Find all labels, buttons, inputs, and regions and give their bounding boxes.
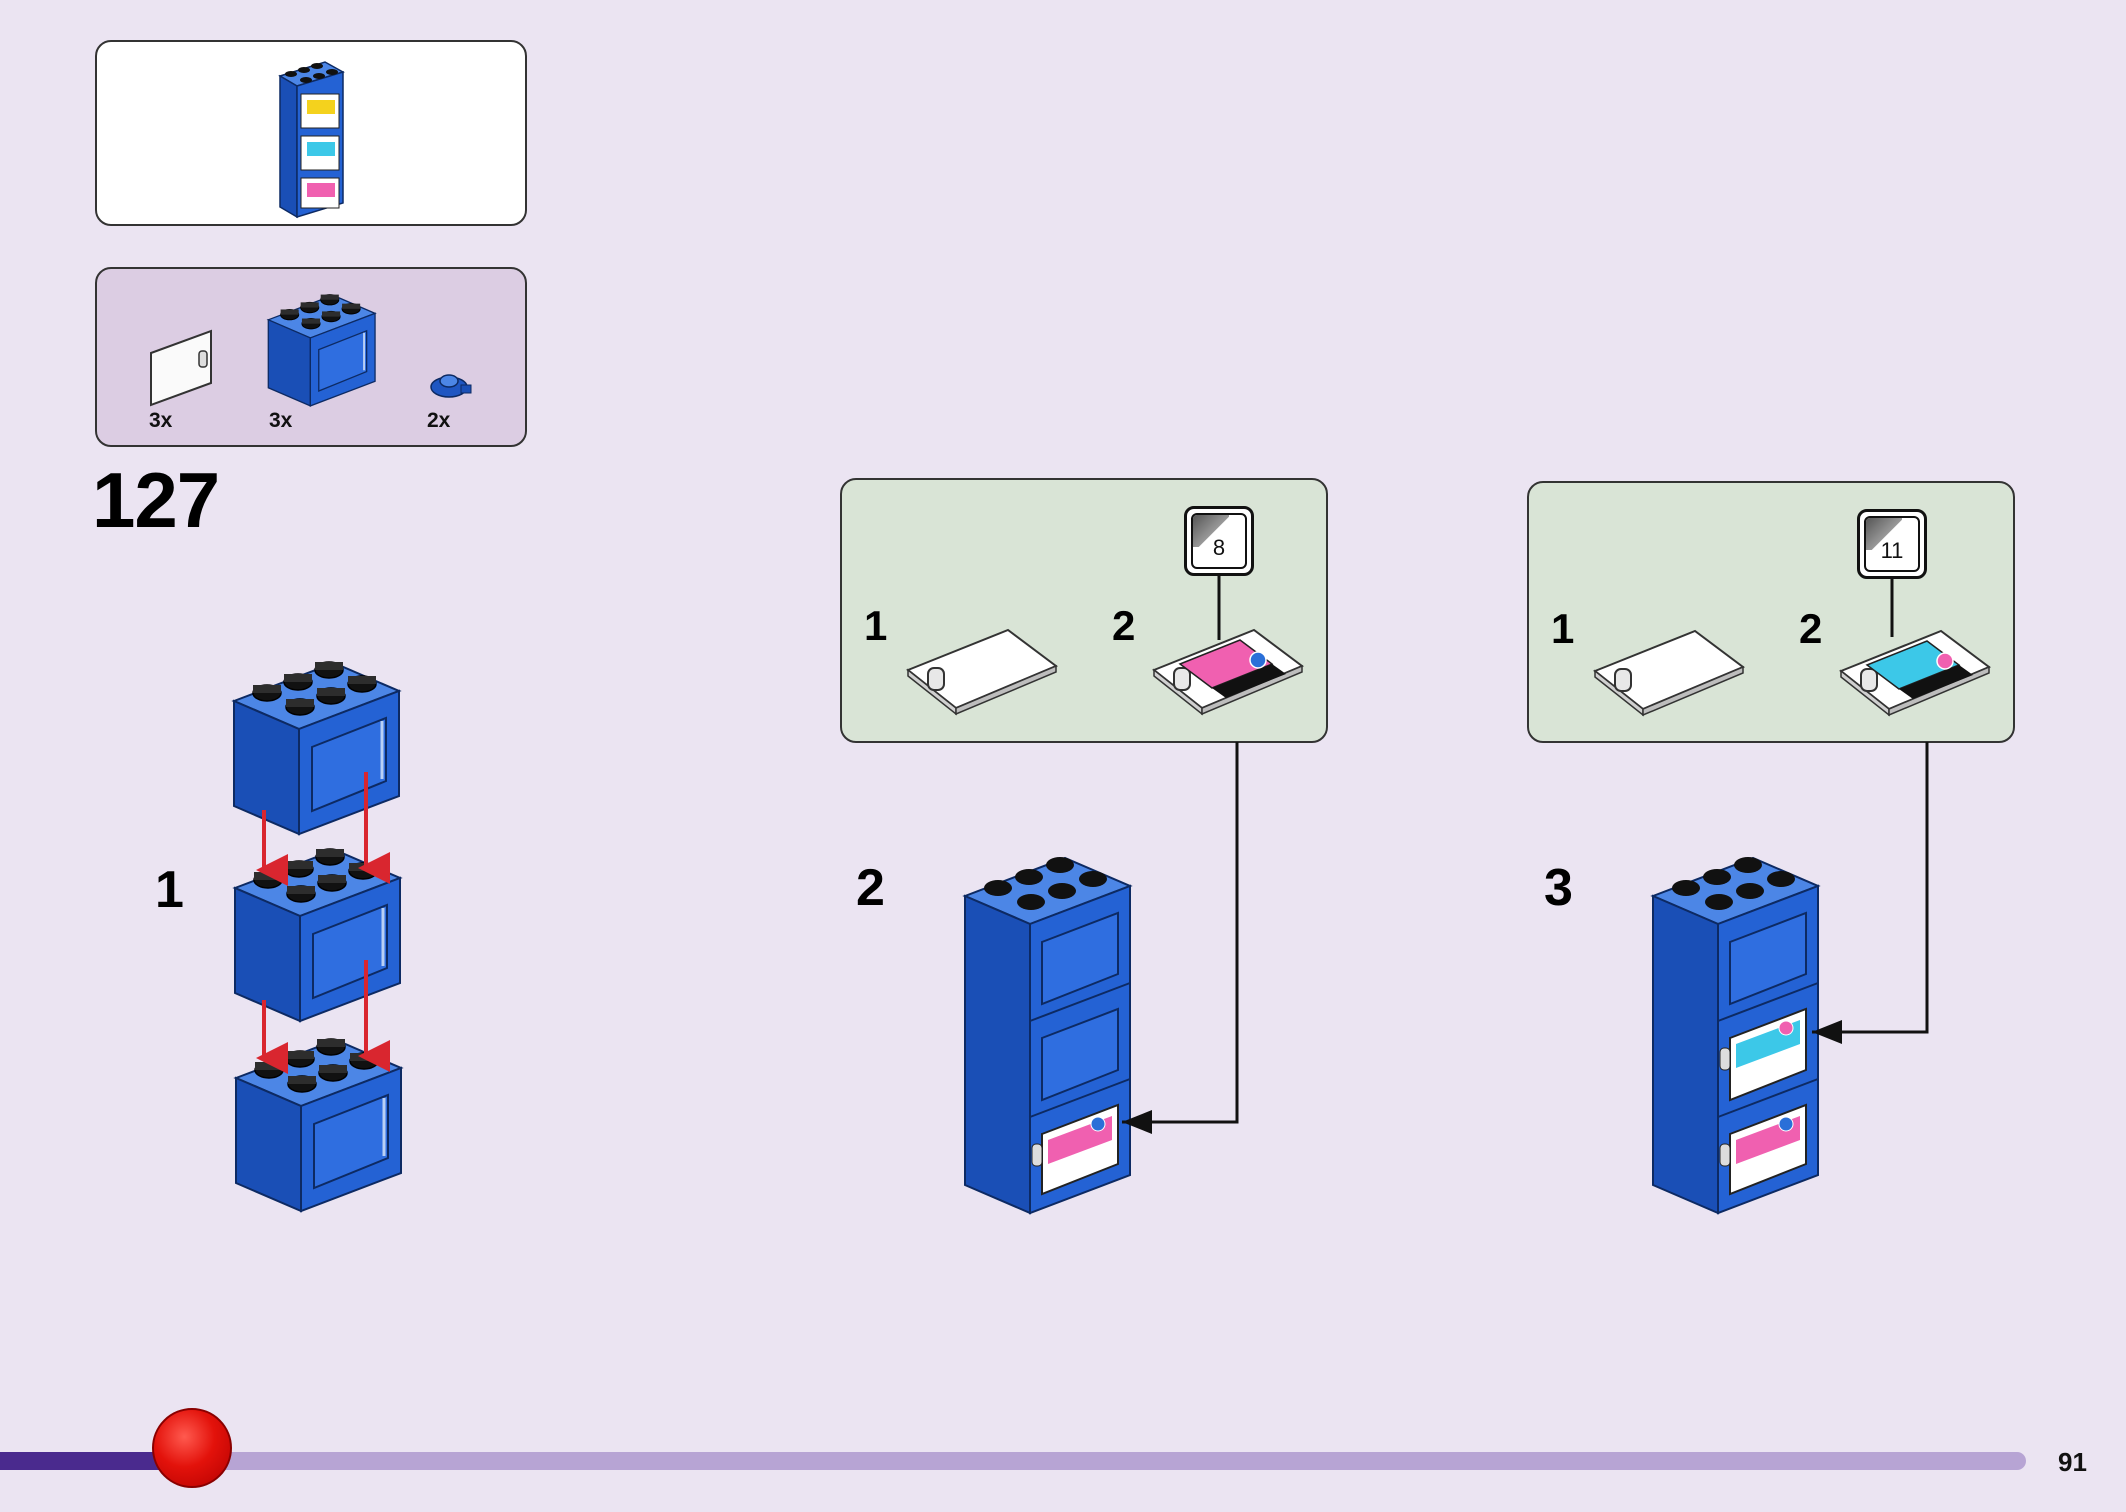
callout-tile-image (1594, 630, 1744, 716)
red-arrows (256, 772, 390, 1074)
sticker-curl-icon (1866, 518, 1902, 550)
callout-step-number: 2 (1112, 602, 1136, 649)
model-preview-box (95, 40, 527, 226)
callout-step-number: 1 (1551, 605, 1575, 652)
substep-2-illustration (962, 856, 1133, 1215)
sticker-curl-icon (1193, 515, 1229, 547)
callout-box: 1 2 8 (840, 478, 1328, 743)
sticker-number: 8 (1212, 535, 1226, 560)
part-door-panel-image (150, 329, 212, 407)
parts-list-box: 3x 3x 2x (95, 267, 527, 447)
callout-box: 1 2 11 (1527, 481, 2015, 743)
sticker-number: 11 (1880, 538, 1904, 563)
progress-bar-track (0, 1452, 2026, 1470)
substep-number: 1 (155, 861, 184, 919)
callout-step-number: 2 (1799, 605, 1823, 652)
sticker-leader-line (1217, 576, 1221, 640)
substep-1-illustration (232, 660, 403, 1213)
progress-indicator-icon (152, 1408, 232, 1488)
part-clip-image (430, 374, 472, 398)
step-number: 127 (92, 456, 220, 544)
callout-step-number: 1 (864, 602, 888, 649)
callout-a-pointer-arrow (1122, 742, 1239, 1134)
sticker-reference: 11 (1857, 509, 1927, 579)
callout-stickered-tile-image (1153, 629, 1303, 715)
model-preview-image (278, 61, 345, 219)
part-quantity: 2x (427, 409, 451, 432)
part-cupboard-image (267, 293, 377, 407)
part-quantity: 3x (149, 409, 173, 432)
sticker-reference: 8 (1184, 506, 1254, 576)
substep-number: 3 (1544, 859, 1573, 917)
page-number: 91 (2058, 1447, 2087, 1477)
progress-bar-fill (0, 1452, 178, 1470)
substep-3-illustration (1650, 856, 1821, 1215)
part-quantity: 3x (269, 409, 293, 432)
callout-b-pointer-arrow (1812, 742, 1929, 1044)
callout-tile-image (907, 629, 1057, 715)
substep-number: 2 (856, 859, 885, 917)
callout-stickered-tile-image (1840, 630, 1990, 716)
sticker-leader-line (1890, 579, 1894, 637)
